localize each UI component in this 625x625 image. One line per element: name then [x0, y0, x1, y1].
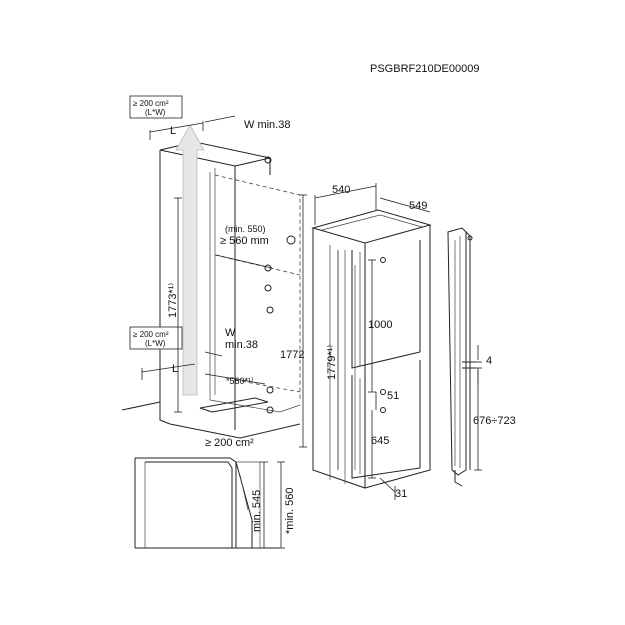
svg-text:(L*W): (L*W) [145, 339, 166, 348]
niche-cabinet [121, 141, 301, 439]
dim-560mm: ≥ 560 mm [220, 235, 269, 247]
dim-31: 31 [395, 488, 407, 500]
dim-4: 4 [486, 355, 492, 367]
dim-1779: 1779*¹⁾ [326, 345, 338, 380]
svg-text:≥ 200 cm²: ≥ 200 cm² [133, 330, 169, 339]
detail-inset [134, 457, 280, 549]
dim-540: 540 [332, 184, 350, 196]
dim-L-top: L [170, 125, 176, 137]
door-profile [447, 227, 476, 487]
dim-1772: 1772 [280, 349, 304, 361]
vent-label-bottom: ≥ 200 cm² [205, 437, 254, 449]
dim-1773: 1773*¹⁾ [167, 283, 179, 318]
dim-W-min38-top: W min.38 [244, 119, 290, 131]
vent-label-mid: ≥ 200 cm² (L*W) [129, 326, 183, 350]
dim-min38: min.38 [225, 339, 258, 351]
dim-min560: *min. 560 [284, 488, 296, 534]
appliance [311, 209, 432, 489]
dim-W: W [225, 327, 236, 339]
dim-51: 51 [387, 390, 399, 402]
dim-min545: min. 545 [251, 490, 263, 532]
dim-560-plinth: *560*¹⁾ [226, 376, 253, 386]
dim-549: 549 [409, 200, 427, 212]
vent-label-top: ≥ 200 cm² (L*W) [129, 95, 183, 119]
svg-text:≥ 200 cm²: ≥ 200 cm² [133, 99, 169, 108]
dim-1000: 1000 [368, 319, 392, 331]
dim-L-bottom: L [172, 363, 178, 375]
dim-min550: (min. 550) [225, 224, 266, 234]
dim-676-723: 676÷723 [473, 415, 516, 427]
document-code: PSGBRF210DE00009 [370, 63, 479, 75]
airflow-arrow [175, 124, 205, 396]
dim-645: 645 [371, 435, 389, 447]
svg-text:(L*W): (L*W) [145, 108, 166, 117]
